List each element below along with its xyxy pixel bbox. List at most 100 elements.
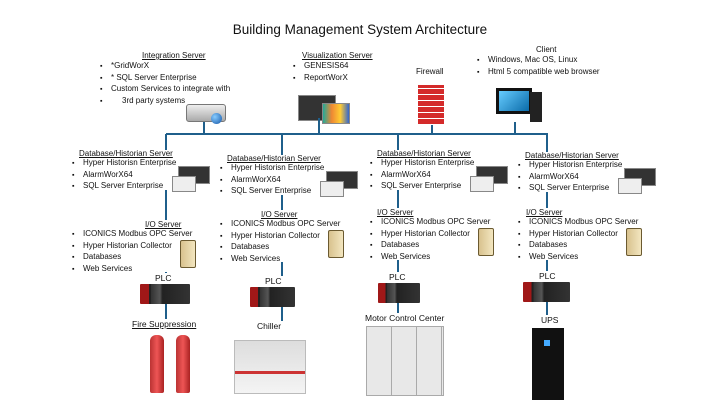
device-label: Fire Suppression: [132, 319, 197, 329]
list-item: Databases: [518, 240, 638, 252]
diagram-title: Building Management System Architecture: [232, 22, 488, 37]
db-server-list: Hyper Historisn EnterpriseAlarmWorX64SQL…: [220, 163, 324, 198]
list-item: Windows, Mac OS, Linux: [477, 55, 600, 67]
db-server-list: Hyper Historisn EnterpriseAlarmWorX64SQL…: [518, 160, 622, 195]
tablet-icon: [322, 103, 350, 124]
list-item: *GridWorX: [100, 61, 230, 73]
firewall-heading: Firewall: [416, 67, 444, 76]
db-server-list: Hyper Historisn EnterpriseAlarmWorX64SQL…: [72, 158, 176, 193]
list-item: Databases: [220, 242, 340, 254]
io-server-list: ICONICS Modbus OPC ServerHyper Historian…: [370, 217, 490, 263]
connector-line: [431, 125, 433, 134]
io-server-heading: I/O Server: [261, 210, 298, 219]
connector-line: [165, 272, 167, 273]
plc-label: PLC: [155, 273, 172, 283]
connector-line: [514, 122, 516, 134]
db-server-heading: Database/Historian Server: [377, 149, 471, 158]
firewall-icon: [418, 85, 444, 125]
plc-label: PLC: [539, 271, 556, 281]
software-screenshot-icon: [470, 176, 494, 192]
plc-icon: [140, 284, 190, 304]
visualization-server-list: GENESIS64 ReportWorX: [293, 61, 348, 84]
io-server-list: ICONICS Modbus OPC ServerHyper Historian…: [72, 229, 192, 275]
connector-line: [281, 262, 283, 276]
db-server-heading: Database/Historian Server: [227, 154, 321, 163]
connector-line: [546, 260, 548, 271]
list-item: SQL Server Enterprise: [72, 181, 176, 193]
list-item: Web Services: [518, 252, 638, 264]
list-item: Hyper Historian Collector: [72, 241, 192, 253]
device-label: UPS: [541, 315, 559, 325]
integration-server-heading: Integration Server: [142, 51, 206, 60]
connector-line: [165, 304, 167, 319]
list-item: Hyper Historian Collector: [220, 231, 340, 243]
connector-line: [281, 195, 283, 210]
db-server-list: Hyper Historisn EnterpriseAlarmWorX64SQL…: [370, 158, 474, 193]
list-item: Hyper Historisn Enterprise: [370, 158, 474, 170]
io-server-icon: [328, 230, 344, 258]
list-item-text: 3rd party systems: [122, 95, 186, 105]
connector-line: [546, 134, 548, 152]
list-item: ICONICS Modbus OPC Server: [220, 219, 340, 231]
list-item: Hyper Historian Collector: [518, 229, 638, 241]
io-server-heading: I/O Server: [377, 208, 414, 217]
software-screenshot-icon: [320, 181, 344, 197]
connector-line: [165, 134, 167, 150]
connector-line: [397, 190, 399, 208]
list-item: AlarmWorX64: [220, 175, 324, 187]
io-server-heading: I/O Server: [145, 220, 182, 229]
list-item: SQL Server Enterprise: [370, 181, 474, 193]
list-item: 3rd party systems: [100, 96, 230, 108]
visualization-server-heading: Visualization Server: [302, 51, 373, 60]
list-item: AlarmWorX64: [370, 170, 474, 182]
db-server-heading: Database/Historian Server: [525, 151, 619, 160]
list-item: Html 5 compatible web browser: [477, 67, 600, 79]
desktop-monitor-icon: [496, 88, 532, 114]
fire-extinguisher-icon: [176, 335, 190, 393]
io-server-icon: [626, 228, 642, 256]
connector-line: [546, 302, 548, 315]
chiller-icon: [234, 340, 306, 394]
connector-line: [397, 260, 399, 272]
list-item: SQL Server Enterprise: [518, 183, 622, 195]
list-item: Databases: [370, 240, 490, 252]
list-item: ReportWorX: [293, 73, 348, 85]
list-item: Hyper Historisn Enterprise: [220, 163, 324, 175]
list-item: Custom Services to integrate with: [100, 84, 230, 96]
fire-extinguisher-icon: [150, 335, 164, 393]
list-item: GENESIS64: [293, 61, 348, 73]
software-screenshot-icon: [172, 176, 196, 192]
list-item: Databases: [72, 252, 192, 264]
io-server-list: ICONICS Modbus OPC ServerHyper Historian…: [518, 217, 638, 263]
list-item: Web Services: [370, 252, 490, 264]
integration-server-list: *GridWorX * SQL Server Enterprise Custom…: [100, 61, 230, 107]
db-server-heading: Database/Historian Server: [79, 149, 173, 158]
plc-label: PLC: [265, 276, 282, 286]
connector-line: [165, 190, 167, 220]
connector-line: [397, 134, 399, 150]
list-item: ICONICS Modbus OPC Server: [72, 229, 192, 241]
list-item: Hyper Historian Collector: [370, 229, 490, 241]
connector-line: [318, 118, 320, 134]
motor-control-center-icon: [366, 326, 444, 396]
list-item: Web Services: [220, 254, 340, 266]
desktop-tower-icon: [530, 92, 542, 122]
list-item: Web Services: [72, 264, 192, 276]
list-item: * SQL Server Enterprise: [100, 73, 230, 85]
list-item: AlarmWorX64: [72, 170, 176, 182]
plc-label: PLC: [389, 272, 406, 282]
list-item: ICONICS Modbus OPC Server: [518, 217, 638, 229]
connector-line: [281, 134, 283, 155]
device-label: Motor Control Center: [365, 313, 445, 323]
io-server-icon: [180, 240, 196, 268]
list-item: Hyper Historisn Enterprise: [72, 158, 176, 170]
connector-line: [203, 122, 205, 134]
plc-icon: [523, 282, 570, 302]
list-item: Hyper Historisn Enterprise: [518, 160, 622, 172]
device-label: Chiller: [257, 321, 282, 331]
connector-line: [281, 307, 283, 321]
io-server-icon: [478, 228, 494, 256]
list-item: ICONICS Modbus OPC Server: [370, 217, 490, 229]
io-server-list: ICONICS Modbus OPC ServerHyper Historian…: [220, 219, 340, 265]
software-screenshot-icon: [618, 178, 642, 194]
